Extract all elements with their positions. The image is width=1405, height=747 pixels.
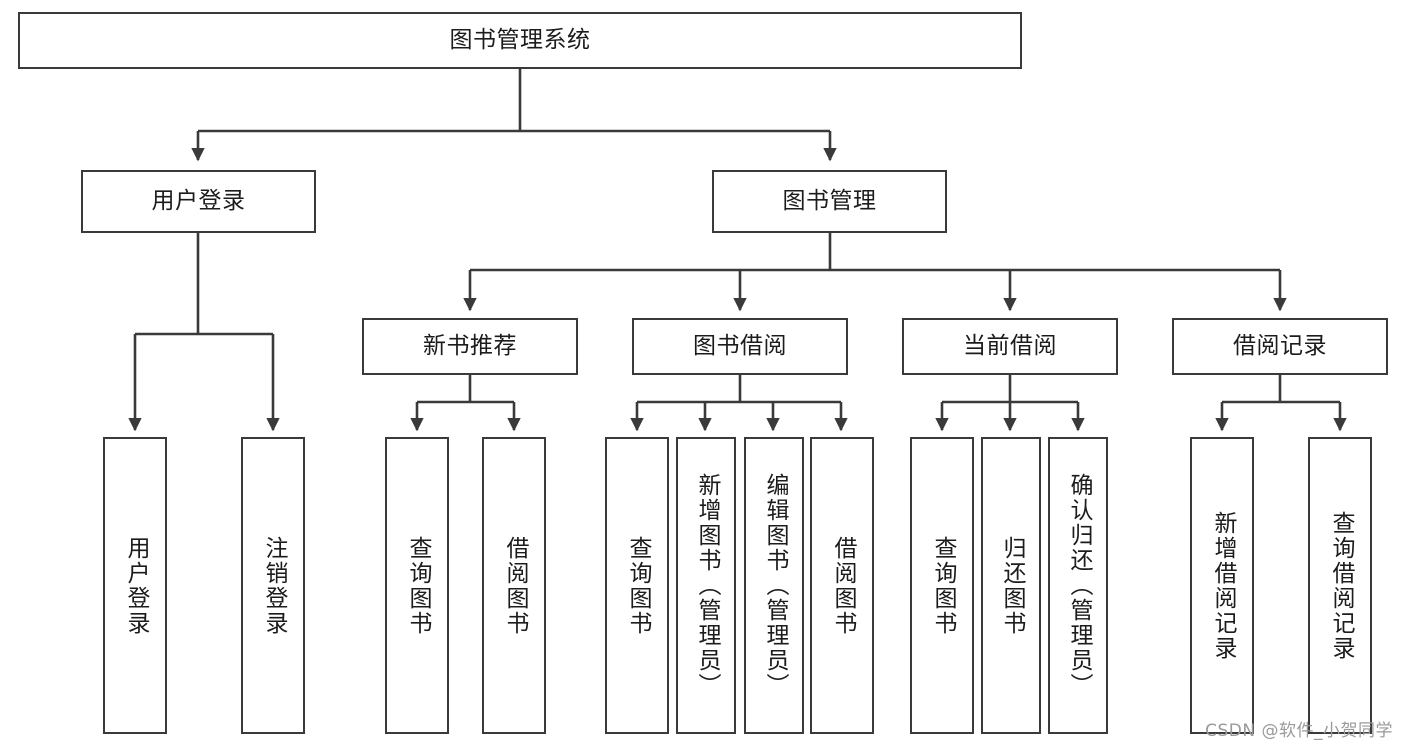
node-label: 图书借阅	[693, 332, 787, 359]
node-label: 新增借阅记录	[1209, 510, 1236, 661]
leaf-book-borrow-borrow[interactable]: 借阅图书	[810, 437, 874, 734]
watermark: CSDN @软件_小贺同学	[1205, 721, 1393, 741]
node-label: 查询图书	[404, 535, 431, 636]
node-label: 新书推荐	[423, 332, 517, 359]
node-label: 新增图书（管理员）	[693, 473, 720, 698]
leaf-book-borrow-edit[interactable]: 编辑图书（管理员）	[744, 437, 804, 734]
leaf-current-borrow-confirm-return[interactable]: 确认归还（管理员）	[1048, 437, 1108, 734]
node-book-management[interactable]: 图书管理	[712, 170, 947, 233]
leaf-current-borrow-return[interactable]: 归还图书	[981, 437, 1041, 734]
node-label: 归还图书	[998, 535, 1025, 636]
node-label: 编辑图书（管理员）	[761, 473, 788, 698]
node-user-login[interactable]: 用户登录	[81, 170, 316, 233]
node-label: 查询图书	[624, 535, 651, 636]
leaf-current-borrow-query[interactable]: 查询图书	[910, 437, 974, 734]
node-label: 用户登录	[151, 187, 246, 214]
node-label: 确认归还（管理员）	[1065, 473, 1092, 698]
leaf-new-book-query[interactable]: 查询图书	[385, 437, 449, 734]
node-label: 借阅记录	[1233, 332, 1327, 359]
leaf-user-login-signin[interactable]: 用户登录	[103, 437, 167, 734]
node-root-book-management-system[interactable]: 图书管理系统	[18, 12, 1022, 69]
leaf-new-book-borrow[interactable]: 借阅图书	[482, 437, 546, 734]
node-label: 图书管理	[782, 187, 877, 214]
node-label: 查询图书	[929, 535, 956, 636]
node-label: 借阅图书	[501, 535, 528, 636]
node-borrow-record[interactable]: 借阅记录	[1172, 318, 1388, 375]
leaf-borrow-record-add[interactable]: 新增借阅记录	[1190, 437, 1254, 734]
node-label: 查询借阅记录	[1327, 510, 1354, 661]
node-label: 当前借阅	[963, 332, 1057, 359]
node-label: 借阅图书	[829, 535, 856, 636]
leaf-user-login-signout[interactable]: 注销登录	[241, 437, 305, 734]
leaf-borrow-record-query[interactable]: 查询借阅记录	[1308, 437, 1372, 734]
node-label: 用户登录	[122, 535, 149, 636]
node-book-borrow[interactable]: 图书借阅	[632, 318, 848, 375]
node-label: 注销登录	[260, 535, 287, 636]
leaf-book-borrow-add[interactable]: 新增图书（管理员）	[676, 437, 736, 734]
node-current-borrow[interactable]: 当前借阅	[902, 318, 1118, 375]
node-new-book-recommend[interactable]: 新书推荐	[362, 318, 578, 375]
node-label: 图书管理系统	[449, 26, 591, 53]
leaf-book-borrow-query[interactable]: 查询图书	[605, 437, 669, 734]
